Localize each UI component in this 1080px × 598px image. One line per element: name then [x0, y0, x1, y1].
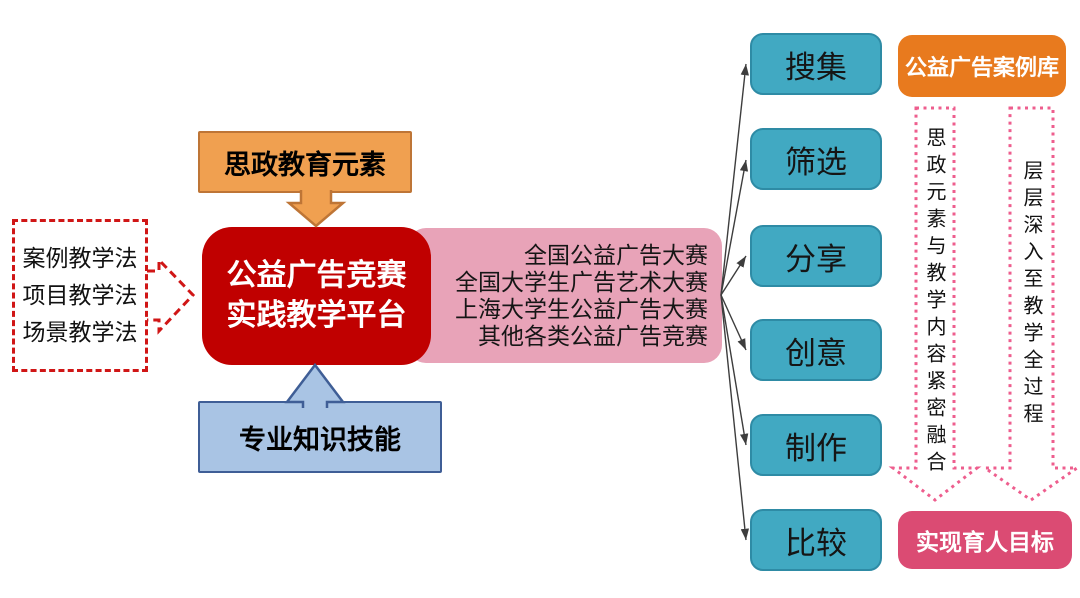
teaching-method-item: 案例教学法 — [22, 245, 138, 271]
teaching-methods-box: 案例教学法 项目教学法 场景教学法 — [12, 219, 148, 372]
platform-box: 公益广告竞赛 实践教学平台 — [202, 227, 431, 365]
dashed-right-arrow-icon — [147, 256, 196, 335]
down-arrow-icon — [285, 190, 347, 228]
connector-arrow — [720, 159, 749, 296]
process-step-label: 比较 — [785, 525, 847, 561]
competition-item: 全国大学生广告艺术大赛 — [455, 268, 708, 295]
platform-title-line1: 公益广告竞赛 — [226, 259, 407, 292]
connector-arrow — [720, 294, 750, 541]
ideology-elements-label: 思政教育元素 — [224, 149, 386, 180]
connector-arrows — [720, 63, 750, 541]
connector-arrow — [720, 294, 747, 351]
integration-arrow-label: 思政元素与教学内容紧密融合 — [923, 127, 945, 478]
process-step-produce: 制作 — [750, 414, 882, 476]
process-step-label: 创意 — [785, 335, 847, 371]
process-step-compare: 比较 — [750, 509, 882, 571]
process-step-collect: 搜集 — [750, 33, 882, 95]
deepening-arrow-label: 层层深入至教学全过程 — [1020, 160, 1042, 430]
professional-knowledge-label: 专业知识技能 — [239, 424, 401, 455]
competitions-box: 全国公益广告大赛 全国大学生广告艺术大赛 上海大学生公益广告大赛 其他各类公益广… — [408, 228, 722, 363]
ideology-elements-box: 思政教育元素 — [198, 131, 412, 193]
competition-item: 上海大学生公益广告大赛 — [455, 295, 708, 322]
process-step-label: 分享 — [785, 241, 847, 277]
teaching-method-item: 项目教学法 — [22, 282, 138, 308]
process-step-label: 筛选 — [785, 144, 847, 180]
competition-item: 全国公益广告大赛 — [524, 241, 708, 268]
process-step-label: 搜集 — [785, 49, 847, 85]
case-library-box: 公益广告案例库 — [898, 35, 1066, 97]
process-step-share: 分享 — [750, 225, 882, 287]
teaching-method-item: 场景教学法 — [22, 319, 138, 345]
platform-title-line2: 实践教学平台 — [226, 299, 407, 332]
competition-item: 其他各类公益广告竞赛 — [478, 322, 708, 349]
connector-arrow — [720, 294, 749, 446]
goal-label: 实现育人目标 — [916, 529, 1054, 555]
connector-arrow — [720, 63, 749, 296]
case-library-label: 公益广告案例库 — [904, 55, 1059, 80]
goal-box: 实现育人目标 — [898, 511, 1072, 569]
professional-knowledge-box: 专业知识技能 — [198, 401, 442, 473]
process-step-label: 制作 — [785, 430, 847, 466]
connector-arrow — [720, 255, 747, 296]
process-step-idea: 创意 — [750, 319, 882, 381]
process-step-filter: 筛选 — [750, 128, 882, 190]
